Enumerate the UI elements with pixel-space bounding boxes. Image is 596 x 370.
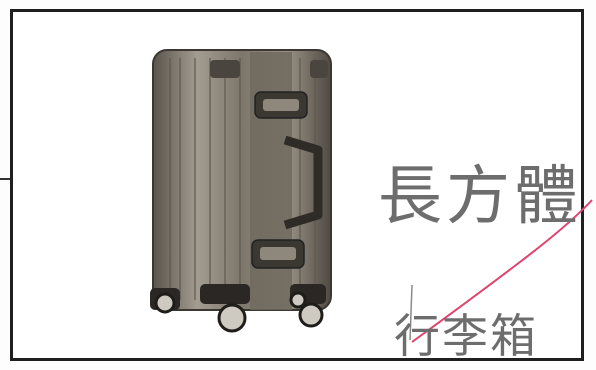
margin-tick: [0, 178, 12, 180]
shape-word: 長方體: [378, 160, 582, 234]
suitcase-image: [150, 49, 332, 333]
connector-line: [411, 199, 593, 343]
pencil-arrow-mark: [409, 284, 413, 341]
object-word: 行李箱: [394, 309, 538, 363]
